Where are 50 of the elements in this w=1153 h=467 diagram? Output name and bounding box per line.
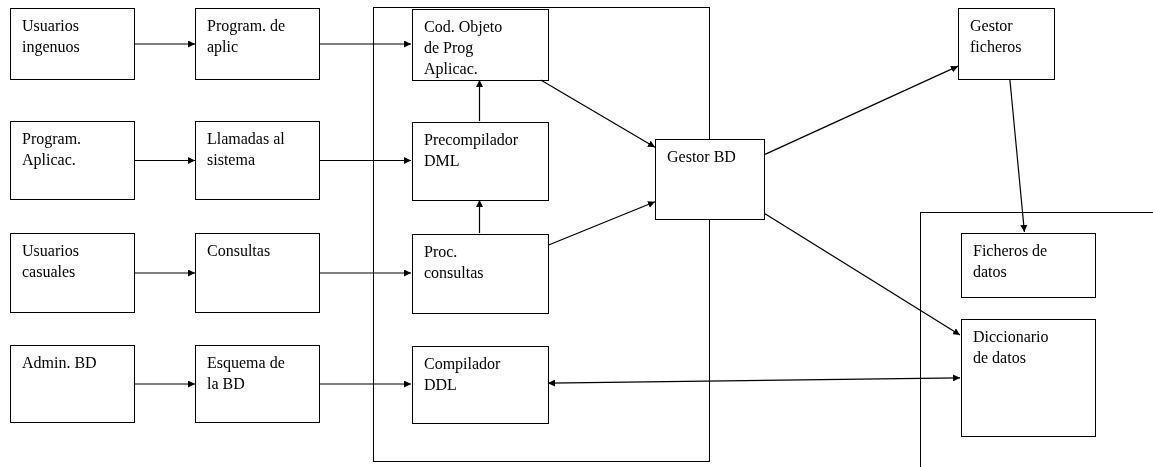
process-box xyxy=(412,122,549,201)
arrow xyxy=(476,79,483,122)
box-label: Admin. BD xyxy=(22,353,98,373)
process-box xyxy=(655,139,765,220)
box-label: Precompilador DML xyxy=(424,130,516,171)
container-frame xyxy=(920,212,1153,467)
arrow xyxy=(476,199,483,234)
process-box xyxy=(10,121,135,200)
process-box xyxy=(412,9,549,81)
box-label: Usuarios ingenuos xyxy=(22,16,81,57)
process-box xyxy=(10,8,135,80)
arrow xyxy=(134,380,196,388)
process-box xyxy=(195,345,320,423)
arrow xyxy=(319,40,412,48)
process-box xyxy=(195,121,320,200)
arrow xyxy=(1009,79,1028,233)
box-label: Gestor BD xyxy=(667,147,737,167)
container-frame xyxy=(373,7,710,462)
arrow xyxy=(134,157,196,164)
box-label: Proc. consultas xyxy=(424,242,485,283)
arrow xyxy=(764,213,961,336)
box-label: Llamadas al sistema xyxy=(207,129,286,170)
arrow xyxy=(134,269,196,277)
process-box xyxy=(10,233,135,313)
arrow xyxy=(547,201,656,246)
process-box xyxy=(958,8,1055,80)
process-box xyxy=(195,233,320,313)
process-box xyxy=(412,234,549,314)
box-label: Diccionario de datos xyxy=(973,327,1050,368)
box-label: Usuarios casuales xyxy=(22,241,80,282)
arrow xyxy=(547,374,961,387)
process-box xyxy=(10,345,135,423)
arrow xyxy=(764,65,959,155)
process-box xyxy=(961,233,1096,298)
box-label: Esquema de la BD xyxy=(207,353,286,394)
process-box xyxy=(961,319,1096,437)
box-label: Gestor ficheros xyxy=(970,16,1023,57)
box-label: Consultas xyxy=(207,241,272,261)
box-label: Ficheros de datos xyxy=(973,241,1049,282)
arrow xyxy=(134,40,196,48)
arrow xyxy=(319,157,412,164)
box-label: Program. de aplic xyxy=(207,16,287,57)
arrow xyxy=(540,79,656,148)
arrow xyxy=(319,380,412,388)
box-label: Program. Aplicac. xyxy=(22,129,83,170)
box-label: Compilador DDL xyxy=(424,354,502,395)
process-box xyxy=(195,8,320,80)
box-label: Cod. Objeto de Prog Aplicac. xyxy=(424,17,504,79)
process-box xyxy=(412,346,549,424)
arrow xyxy=(319,269,412,277)
